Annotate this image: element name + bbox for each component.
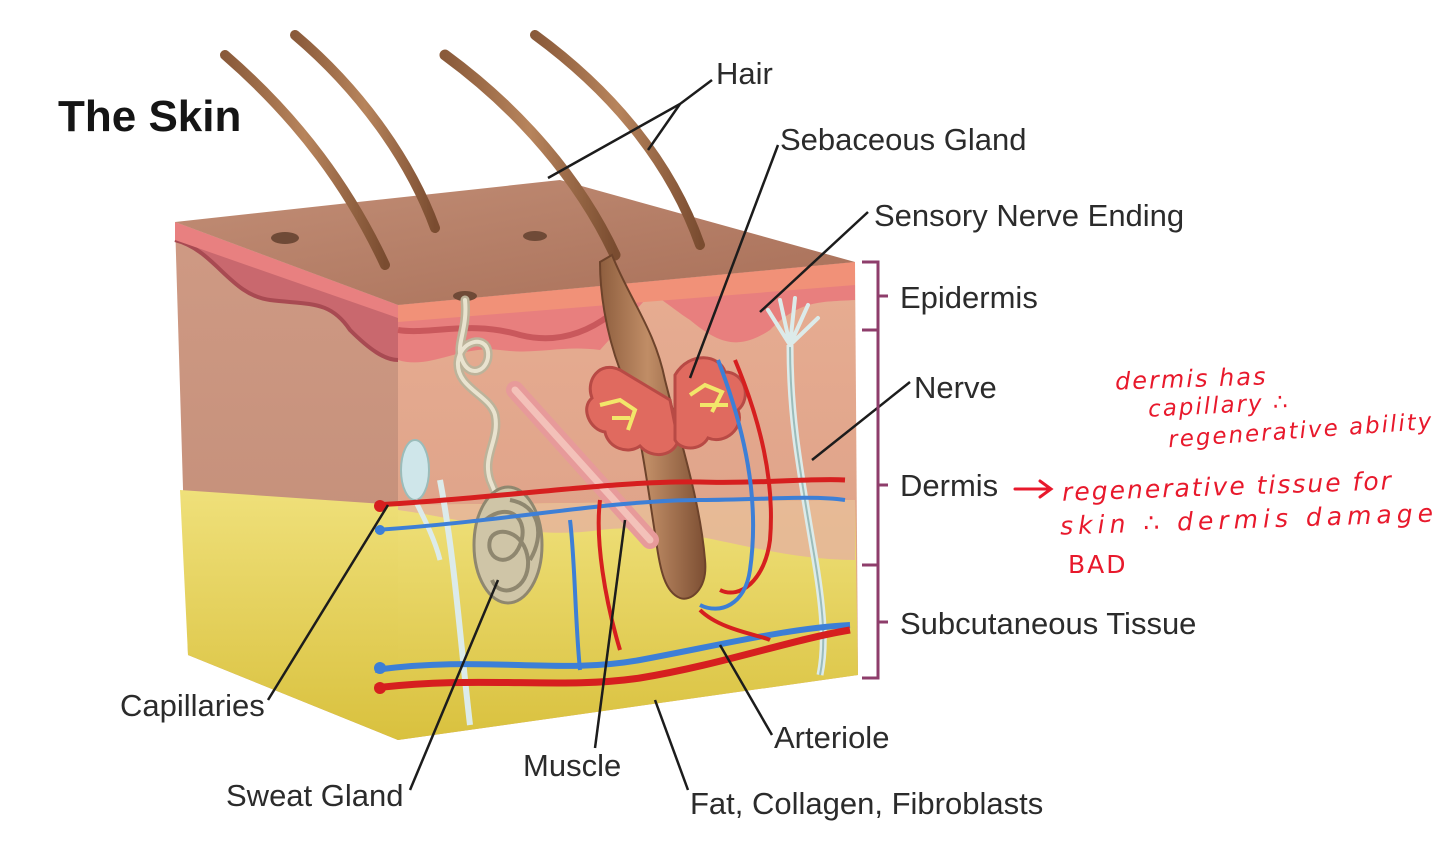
hair-strands — [220, 30, 705, 270]
label-fat-collagen-fibroblasts: Fat, Collagen, Fibroblasts — [690, 786, 1044, 821]
sebaceous-gland — [585, 356, 747, 456]
arrector-pili-muscle — [506, 381, 659, 549]
label-muscle: Muscle — [523, 748, 622, 783]
label-hair: Hair — [716, 56, 773, 91]
label-sebaceous-gland: Sebaceous Gland — [780, 122, 1027, 157]
label-capillaries: Capillaries — [120, 688, 265, 723]
label-subcutaneous-tissue: Subcutaneous Tissue — [900, 606, 1197, 641]
label-arteriole: Arteriole — [774, 720, 890, 755]
layer-brackets — [862, 260, 888, 680]
label-sensory-nerve-ending: Sensory Nerve Ending — [874, 198, 1185, 233]
label-sweat-gland: Sweat Gland — [226, 778, 404, 813]
diagram-title: The Skin — [58, 92, 242, 141]
block-left-face — [174, 222, 399, 740]
label-dermis: Dermis — [900, 468, 999, 503]
handwritten-note-2-line-3: BAD — [1068, 550, 1128, 579]
label-epidermis: Epidermis — [900, 280, 1038, 315]
label-nerve: Nerve — [914, 370, 997, 405]
nerves — [400, 296, 827, 726]
annotation-arrow — [1013, 479, 1054, 499]
leader-lines — [266, 79, 911, 791]
